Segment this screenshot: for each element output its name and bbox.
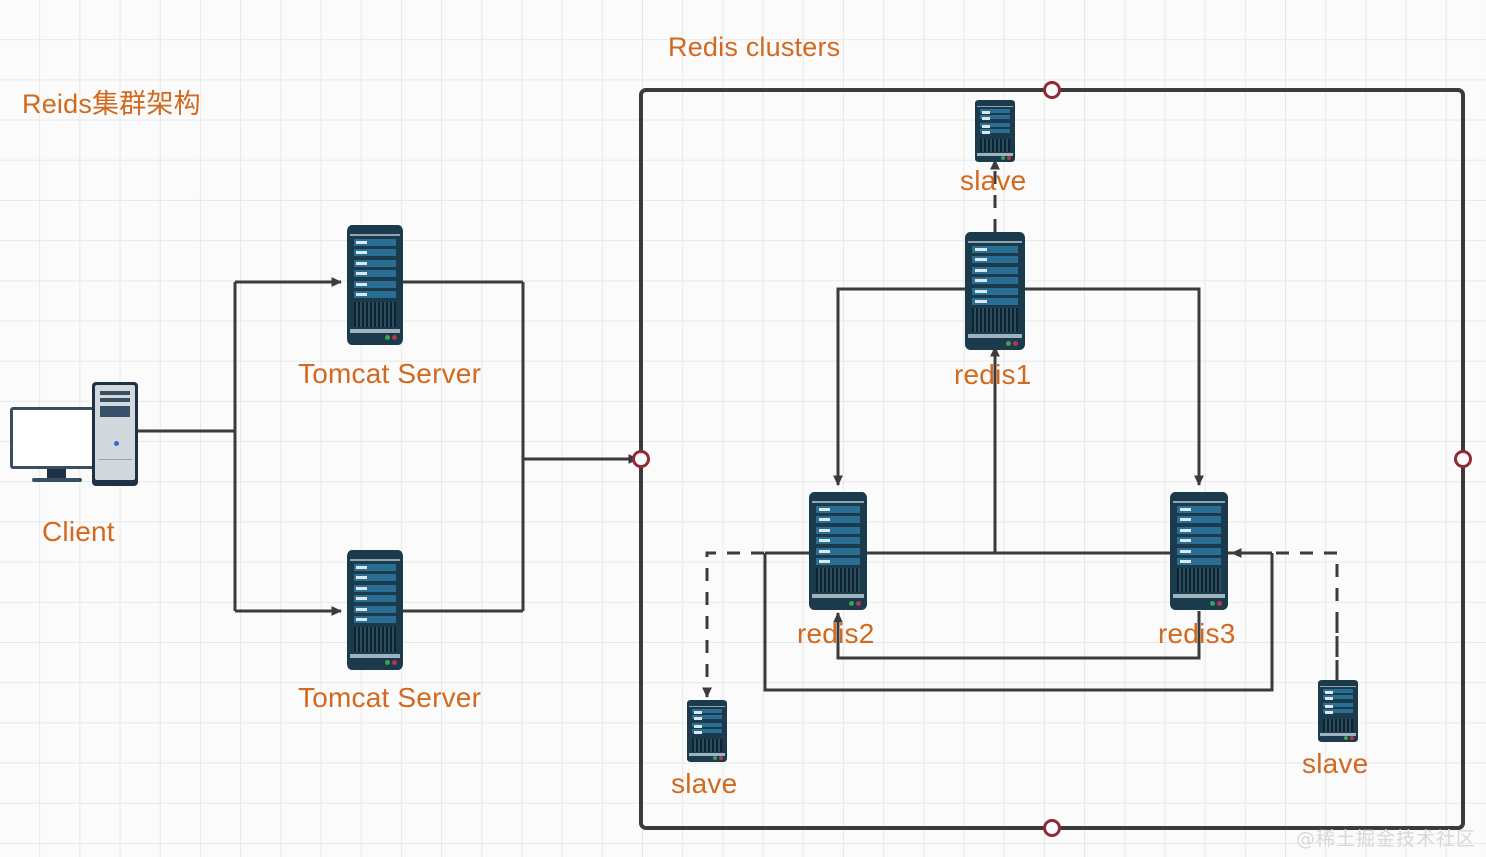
monitor-stand-base: [32, 478, 82, 482]
slave-top-server-icon[interactable]: [975, 100, 1015, 162]
server-status-led-red: [1350, 736, 1354, 741]
server-status-led-red: [391, 335, 397, 341]
pc-panel-seam: [98, 459, 132, 460]
redis2-server-icon[interactable]: [809, 492, 867, 610]
server-base-strip: [1320, 733, 1356, 737]
tomcat-bottom-server-icon[interactable]: [347, 550, 403, 670]
endpoint-marker-left: [632, 450, 650, 468]
server-status-led-green: [713, 756, 718, 761]
server-status-led-red: [1013, 340, 1019, 346]
server-top-cap: [1172, 500, 1226, 503]
redis3-label: redis3: [1158, 618, 1236, 649]
server-top-cap: [349, 234, 401, 236]
edge-redis2-to-slave-left: [702, 551, 812, 698]
pc-drive-slot-1: [100, 391, 130, 395]
edge-redis1-left-branch: [833, 287, 995, 486]
redis2-label: redis2: [797, 618, 875, 649]
slave-top-label: slave: [960, 165, 1027, 196]
watermark: @稀土掘金技术社区: [1295, 828, 1476, 850]
endpoint-marker-top: [1043, 81, 1061, 99]
server-foot: [688, 755, 726, 762]
server-vent-grille: [353, 301, 397, 327]
server-vent-grille: [353, 626, 397, 652]
pc-drive-slot-3: [100, 406, 130, 417]
client-label: Client: [42, 516, 115, 547]
monitor-stand-neck: [47, 469, 66, 479]
server-base-strip: [349, 653, 401, 659]
server-vent-grille: [691, 739, 723, 753]
edge-redis1-right-branch: [995, 287, 1204, 486]
cluster-title: Redis clusters: [668, 32, 841, 62]
edge-redis3-to-redis2: [833, 611, 1201, 660]
server-top-cap: [811, 500, 865, 503]
slave-left-server-icon[interactable]: [687, 700, 727, 762]
server-status-led-red: [855, 600, 861, 606]
server-status-led-green: [1006, 340, 1012, 346]
slave-right-label: slave: [1302, 748, 1369, 779]
tomcat-bottom-label: Tomcat Server: [298, 682, 482, 713]
endpoint-marker-bottom: [1043, 819, 1061, 837]
server-top-cap: [1320, 685, 1356, 688]
server-status-led-red: [1216, 600, 1222, 606]
server-foot: [1319, 735, 1357, 742]
server-base-strip: [689, 753, 725, 757]
monitor-screen: [10, 407, 102, 469]
server-status-led-red: [719, 756, 723, 761]
server-status-led-green: [385, 335, 391, 341]
page-title: Reids集群架构: [22, 89, 201, 119]
server-foot: [1172, 598, 1226, 610]
edge-slave-right-to-redis3: [1231, 548, 1339, 697]
server-drive-bays: [815, 506, 861, 569]
server-drive-bays: [691, 709, 723, 737]
server-vent-grille: [1322, 719, 1354, 733]
server-drive-bays: [353, 239, 397, 301]
slave-right-server-icon[interactable]: [1318, 680, 1358, 742]
redis3-server-icon[interactable]: [1170, 492, 1228, 610]
server-status-led-green: [848, 600, 854, 606]
server-status-led-green: [1209, 600, 1215, 606]
tomcat-top-label: Tomcat Server: [298, 358, 482, 389]
server-base-strip: [811, 594, 865, 599]
server-top-cap: [689, 705, 725, 708]
server-base-strip: [977, 153, 1013, 157]
server-status-led-red: [1007, 156, 1011, 161]
server-vent-grille: [979, 139, 1011, 153]
redis1-server-icon[interactable]: [965, 232, 1025, 350]
server-vent-grille: [815, 567, 861, 593]
server-status-led-green: [1344, 736, 1349, 741]
server-top-cap: [977, 105, 1013, 108]
server-drive-bays: [1176, 506, 1222, 569]
slave-left-label: slave: [671, 768, 738, 799]
server-status-led-green: [385, 660, 391, 666]
server-base-strip: [968, 334, 1022, 339]
server-foot: [811, 598, 865, 610]
server-status-led-green: [1001, 156, 1006, 161]
server-drive-bays: [1322, 689, 1354, 717]
server-drive-bays: [979, 109, 1011, 137]
pc-tower-face: [95, 385, 135, 480]
server-base-strip: [349, 328, 401, 334]
redis1-label: redis1: [954, 359, 1032, 390]
edge-outer-loop: [763, 553, 1274, 692]
pc-power-led: [114, 441, 119, 446]
endpoint-marker-right: [1454, 450, 1472, 468]
server-status-led-red: [391, 660, 397, 666]
client-pc-icon[interactable]: [10, 382, 138, 486]
tomcat-top-server-icon[interactable]: [347, 225, 403, 345]
server-foot: [976, 155, 1014, 162]
pc-drive-slot-2: [100, 398, 130, 402]
server-top-cap: [349, 559, 401, 561]
server-vent-grille: [1176, 567, 1222, 593]
server-drive-bays: [353, 564, 397, 626]
server-base-strip: [1172, 594, 1226, 599]
pc-tower: [92, 382, 138, 486]
server-foot: [967, 338, 1023, 350]
server-top-cap: [968, 240, 1022, 243]
server-drive-bays: [972, 246, 1018, 309]
server-vent-grille: [972, 307, 1018, 333]
